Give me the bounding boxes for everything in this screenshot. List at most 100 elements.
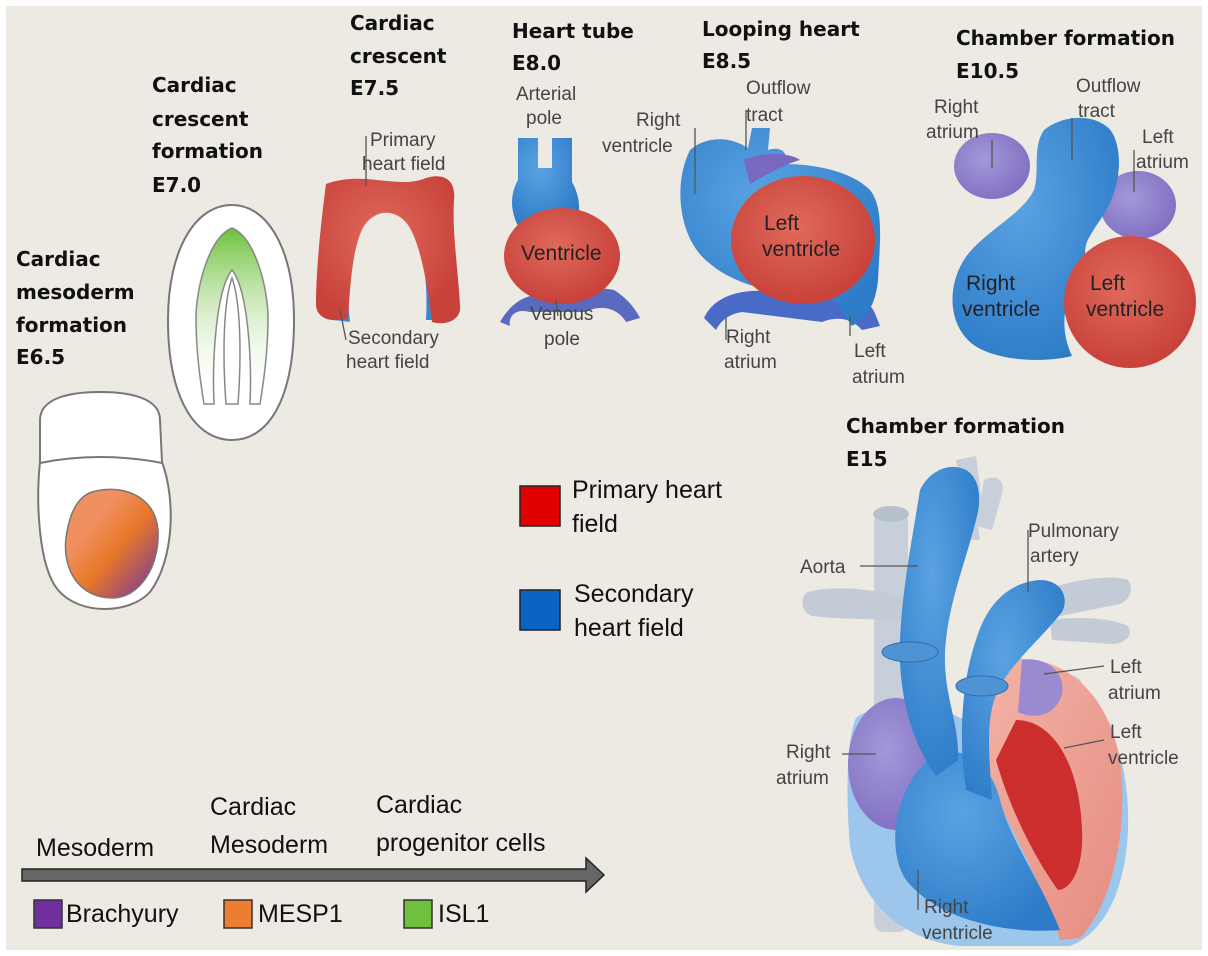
svg-text:atrium: atrium [926, 122, 979, 143]
svg-text:ventricle: ventricle [762, 238, 840, 261]
svg-text:Cardiac: Cardiac [16, 247, 101, 271]
legend-label-primary-1: Primary heart [572, 476, 722, 504]
svg-text:Heart tube: Heart tube [512, 19, 634, 43]
svg-text:Right: Right [636, 110, 681, 131]
label-e105-right-atrium: Right atrium [926, 97, 979, 143]
svg-text:E7.0: E7.0 [152, 173, 201, 197]
timeline-cardiac-mesoderm-1: Cardiac [210, 793, 296, 821]
svg-text:formation: formation [152, 139, 263, 163]
label-arterial-pole: Arterial pole [516, 84, 576, 129]
timeline-progenitor-1: Cardiac [376, 791, 462, 819]
label-primary-heart-field: Primary heart field [362, 130, 445, 175]
timeline-mesoderm: Mesoderm [36, 834, 154, 862]
svg-text:ventricle: ventricle [962, 298, 1040, 321]
timeline-cardiac-mesoderm-2: Mesoderm [210, 831, 328, 859]
title-looping-heart: Looping heart E8.5 [702, 17, 860, 73]
legend-label-secondary-1: Secondary [574, 580, 694, 608]
label-secondary-heart-field: Secondary heart field [346, 328, 439, 373]
title-chamber-formation-e105: Chamber formation E10.5 [956, 26, 1175, 83]
label-venous-pole: Venous pole [530, 304, 593, 350]
title-mesoderm-formation: Cardiac mesoderm formation E6.5 [16, 247, 135, 369]
svg-text:Left: Left [764, 212, 799, 235]
label-e15-left-atrium: Left atrium [1108, 657, 1161, 704]
svg-text:Right: Right [934, 97, 979, 118]
embryo-e65-illustration [38, 392, 170, 609]
title-crescent-formation: Cardiac crescent formation E7.0 [152, 73, 263, 197]
heart-field-legend: Primary heart field Secondary heart fiel… [520, 476, 722, 642]
svg-text:Left: Left [1110, 657, 1142, 678]
svg-text:Right: Right [924, 897, 969, 918]
svg-text:Chamber formation: Chamber formation [956, 26, 1175, 50]
svg-text:Cardiac: Cardiac [152, 73, 237, 97]
svg-text:E8.5: E8.5 [702, 49, 751, 73]
marker-legend: Brachyury MESP1 ISL1 [34, 900, 489, 928]
svg-text:Left: Left [854, 341, 886, 362]
svg-text:Outflow: Outflow [1076, 76, 1141, 97]
label-e105-left-atrium: Left atrium [1136, 127, 1189, 173]
svg-text:Looping heart: Looping heart [702, 17, 860, 41]
legend-label-isl1: ISL1 [438, 900, 489, 928]
timeline-arrow [22, 858, 604, 892]
svg-text:E15: E15 [846, 447, 888, 471]
embryo-e70-illustration [168, 205, 294, 440]
legend-swatch-brachyury [34, 900, 62, 928]
title-heart-tube: Heart tube E8.0 [512, 19, 634, 75]
svg-text:E6.5: E6.5 [16, 345, 65, 369]
svg-text:ventricle: ventricle [922, 923, 993, 944]
svg-text:Cardiac: Cardiac [350, 11, 435, 35]
svg-text:Arterial: Arterial [516, 84, 576, 105]
svg-text:Left: Left [1090, 272, 1125, 295]
label-ventricle: Ventricle [521, 242, 602, 265]
svg-text:Pulmonary: Pulmonary [1028, 521, 1119, 542]
svg-text:pole: pole [526, 108, 562, 129]
heart-tube-illustration [500, 138, 640, 326]
svg-text:atrium: atrium [724, 352, 777, 373]
svg-text:E8.0: E8.0 [512, 51, 561, 75]
title-chamber-formation-e15: Chamber formation E15 [846, 414, 1065, 471]
svg-text:Primary: Primary [370, 130, 436, 151]
svg-text:Venous: Venous [530, 304, 593, 325]
svg-text:tract: tract [1078, 101, 1116, 122]
label-e15-left-ventricle: Left ventricle [1108, 722, 1179, 769]
svg-text:Right: Right [786, 742, 831, 763]
svg-text:ventricle: ventricle [1086, 298, 1164, 321]
svg-text:pole: pole [544, 329, 580, 350]
svg-text:crescent: crescent [350, 44, 447, 68]
svg-text:artery: artery [1030, 546, 1079, 567]
svg-text:Right: Right [966, 272, 1015, 295]
svg-text:heart field: heart field [362, 154, 445, 175]
label-e15-aorta: Aorta [800, 557, 846, 578]
legend-swatch-isl1 [404, 900, 432, 928]
label-looping-outflow-tract: Outflow tract [746, 78, 811, 126]
svg-text:mesoderm: mesoderm [16, 280, 135, 304]
label-looping-left-atrium: Left atrium [852, 341, 905, 388]
svg-text:crescent: crescent [152, 107, 249, 131]
legend-label-primary-2: field [572, 510, 618, 538]
svg-text:ventricle: ventricle [602, 136, 673, 157]
svg-text:Right: Right [726, 327, 771, 348]
svg-text:Secondary: Secondary [348, 328, 439, 349]
svg-text:Left: Left [1142, 127, 1174, 148]
svg-text:E7.5: E7.5 [350, 76, 399, 100]
legend-label-brachyury: Brachyury [66, 900, 179, 928]
svg-text:atrium: atrium [776, 768, 829, 789]
svg-text:Left: Left [1110, 722, 1142, 743]
svg-text:Chamber formation: Chamber formation [846, 414, 1065, 438]
legend-swatch-secondary [520, 590, 560, 630]
svg-text:heart field: heart field [346, 352, 429, 373]
label-e105-outflow-tract: Outflow tract [1076, 76, 1141, 122]
svg-text:formation: formation [16, 313, 127, 337]
legend-swatch-mesp1 [224, 900, 252, 928]
svg-text:atrium: atrium [1136, 152, 1189, 173]
svg-text:atrium: atrium [852, 367, 905, 388]
svg-text:Outflow: Outflow [746, 78, 811, 99]
label-e15-pulmonary-artery: Pulmonary artery [1028, 521, 1119, 567]
svg-text:ventricle: ventricle [1108, 748, 1179, 769]
legend-label-secondary-2: heart field [574, 614, 684, 642]
label-looping-right-ventricle: Right ventricle [602, 110, 681, 157]
svg-text:atrium: atrium [1108, 683, 1161, 704]
svg-text:E10.5: E10.5 [956, 59, 1019, 83]
label-looping-right-atrium: Right atrium [724, 327, 777, 373]
svg-text:tract: tract [746, 105, 784, 126]
